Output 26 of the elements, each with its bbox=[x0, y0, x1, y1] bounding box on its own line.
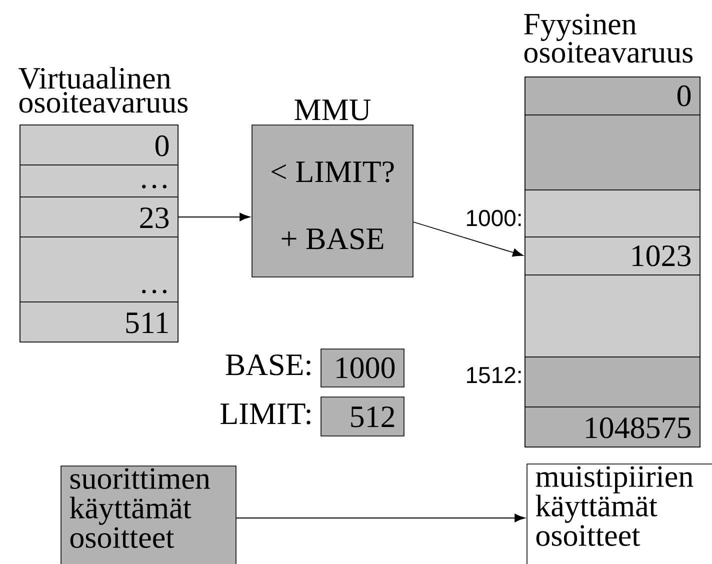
arrow bbox=[178, 212, 250, 222]
memory-cell: 511 bbox=[20, 302, 178, 342]
node-label: Fyysinen osoiteavaruus bbox=[524, 14, 693, 63]
address-box: muistipiirien käyttämät osoitteet bbox=[526, 464, 712, 564]
memory-cell: … bbox=[20, 236, 178, 302]
mmu-box: MMU < LIMIT? + BASE bbox=[252, 100, 414, 278]
node-label: Virtuaalinen osoiteavaruus bbox=[18, 66, 188, 113]
memory-cell bbox=[524, 114, 700, 190]
address-label: 1512: bbox=[467, 366, 521, 384]
arrow bbox=[412, 222, 524, 257]
memory-cell bbox=[524, 190, 700, 238]
memory-cell: 1000 bbox=[320, 348, 404, 388]
node-label: MMU bbox=[294, 100, 371, 120]
memory-cell: 1023 bbox=[524, 236, 700, 276]
memory-cell: 0 bbox=[20, 124, 178, 166]
register-label: BASE: bbox=[226, 354, 310, 376]
address-label: 1000: bbox=[467, 210, 521, 226]
arrow bbox=[236, 514, 526, 522]
memory-cell: … bbox=[20, 164, 178, 198]
memory-cell: 512 bbox=[320, 396, 404, 436]
memory-cell: 1048575 bbox=[524, 406, 700, 448]
memory-cell bbox=[524, 356, 700, 408]
address-box: suorittimen käyttämät osoitteet bbox=[60, 466, 236, 564]
memory-cell: 0 bbox=[524, 76, 700, 116]
memory-cell: 23 bbox=[20, 196, 178, 238]
register-label: LIMIT: bbox=[220, 404, 310, 424]
